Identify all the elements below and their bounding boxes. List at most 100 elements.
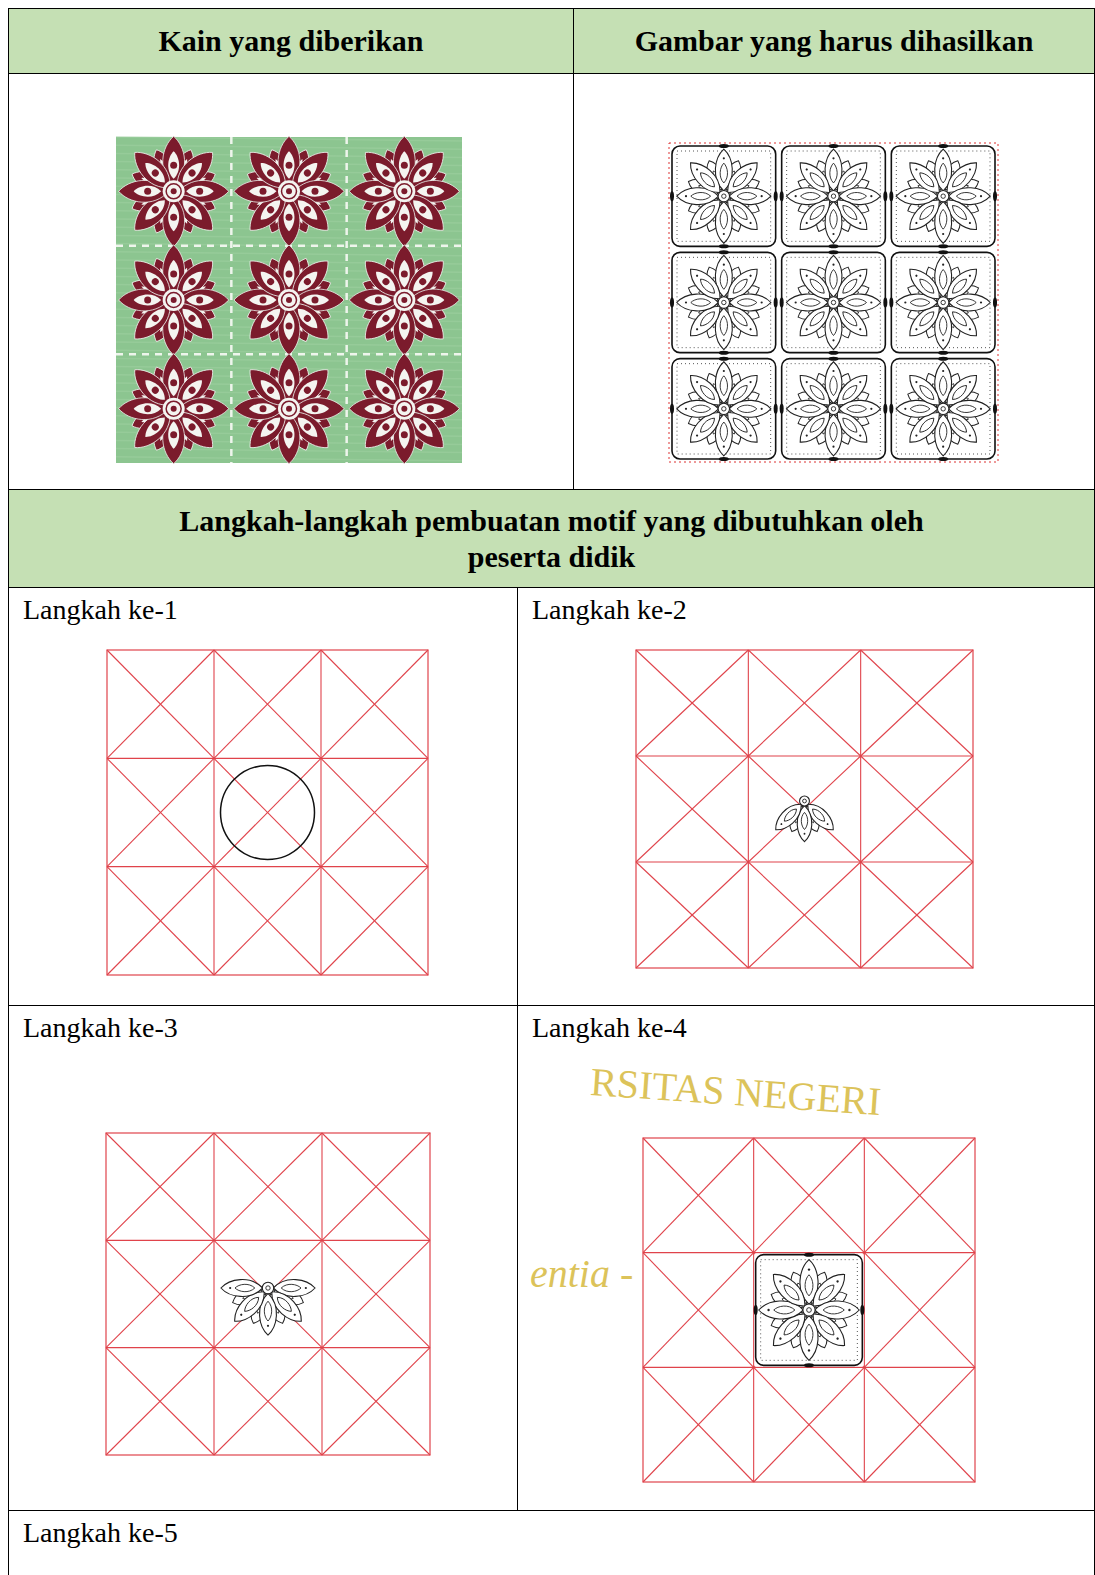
petal-dot xyxy=(381,277,391,287)
cell-text: Langkah ke-2 xyxy=(532,593,687,627)
guide-line xyxy=(107,866,428,867)
petal-dot xyxy=(196,188,203,195)
guide-line xyxy=(864,1367,975,1482)
flower-center-dot xyxy=(266,1286,270,1290)
petal-detail xyxy=(242,1295,261,1314)
petal-dot xyxy=(723,339,725,341)
petal-dot xyxy=(942,339,944,341)
frame-mark xyxy=(780,298,784,308)
flower-center-dot xyxy=(401,188,407,194)
step-cell: Langkah ke-5 xyxy=(8,1510,1095,1575)
flower-center xyxy=(278,398,300,420)
petal-dot xyxy=(286,323,293,330)
petal-inner xyxy=(302,295,330,306)
petal-detail xyxy=(810,807,827,824)
flower-center xyxy=(163,180,185,202)
frame-mark xyxy=(804,1253,814,1257)
petal-detail xyxy=(939,316,946,336)
flower-ring xyxy=(397,184,412,199)
petal-inner xyxy=(417,403,445,414)
header-cell: Gambar yang harus dihasilkan xyxy=(573,8,1095,74)
petal-dot xyxy=(312,297,319,304)
petal-detail xyxy=(950,309,969,328)
cell-text: Langkah ke-3 xyxy=(23,1011,178,1045)
cell-text: Langkah ke-1 xyxy=(23,593,178,627)
petal-dot xyxy=(312,405,319,412)
frame-mark xyxy=(938,357,948,361)
petal-dot xyxy=(381,168,391,178)
guide-line xyxy=(106,1240,214,1347)
frame-mark xyxy=(670,298,674,308)
petal-dot xyxy=(150,385,160,395)
petal-detail xyxy=(698,170,717,189)
table-border xyxy=(573,73,574,490)
petal-detail xyxy=(774,1306,795,1314)
section-header-cell: Langkah-langkah pembuatan motif yang dib… xyxy=(8,489,1095,588)
frame-mark xyxy=(938,351,948,355)
petal-detail xyxy=(691,405,711,412)
guide-line xyxy=(107,758,214,866)
petal-dot xyxy=(150,313,160,323)
cell-text: Langkah ke-5 xyxy=(23,1516,178,1550)
petal-dot xyxy=(170,214,177,221)
petal-detail xyxy=(737,192,757,199)
guide-line xyxy=(321,758,428,866)
petal-dot xyxy=(375,188,382,195)
petal-detail xyxy=(917,203,936,222)
frame-mark xyxy=(829,351,839,355)
petal-dot xyxy=(904,301,906,303)
petal-dot xyxy=(805,434,808,437)
flower-outline xyxy=(759,1260,860,1361)
frame-mark xyxy=(938,144,948,148)
petal-dot xyxy=(286,271,293,278)
guide-line xyxy=(320,650,321,975)
guide-line xyxy=(106,1240,430,1241)
petal-dot xyxy=(381,205,391,215)
petal-detail xyxy=(808,309,827,328)
frame-mark xyxy=(719,457,729,461)
petal-inner xyxy=(168,260,179,288)
petal-dot xyxy=(870,195,872,197)
petal-detail xyxy=(720,422,727,442)
flower-center-dot xyxy=(831,194,835,198)
tile-frame xyxy=(780,357,888,461)
petal-dot xyxy=(723,157,725,159)
petal-dot xyxy=(915,381,918,384)
guide-line xyxy=(643,1138,754,1253)
guide-line xyxy=(643,1253,754,1368)
guide-line xyxy=(748,650,860,756)
petal-dot xyxy=(260,405,267,412)
petal-dot xyxy=(381,313,391,323)
guide-line xyxy=(214,1133,322,1240)
flower-center xyxy=(163,398,185,420)
flower-ring xyxy=(282,293,297,308)
frame-mark xyxy=(719,351,729,355)
guide-line xyxy=(636,756,748,862)
flower-center-dot xyxy=(171,406,177,412)
flower-center-dot xyxy=(171,297,177,303)
petal-inner xyxy=(372,377,399,404)
frame-mark xyxy=(993,191,997,201)
petal-dot xyxy=(229,1287,231,1289)
guide-line xyxy=(322,1240,430,1347)
petal-dot xyxy=(401,162,408,169)
petal-dot xyxy=(942,370,944,372)
guide-line xyxy=(754,1367,865,1482)
petal-dot xyxy=(286,379,293,386)
table-border xyxy=(1094,73,1095,490)
flower-outline xyxy=(677,149,771,243)
petal-inner xyxy=(142,377,169,404)
petal-detail xyxy=(939,376,946,396)
petal-detail xyxy=(720,376,727,396)
guide-line xyxy=(636,650,748,756)
flower-center-dot xyxy=(722,407,726,411)
petal-inner xyxy=(417,295,445,306)
fabric-flower xyxy=(349,245,459,355)
petal-detail xyxy=(830,316,837,336)
tile-frame xyxy=(780,250,888,354)
petal-detail xyxy=(720,163,727,183)
petal-dot xyxy=(805,328,808,331)
petal-dot xyxy=(305,1287,307,1289)
petal-detail xyxy=(801,299,821,306)
step-cell: Langkah ke-3 xyxy=(8,1005,518,1511)
